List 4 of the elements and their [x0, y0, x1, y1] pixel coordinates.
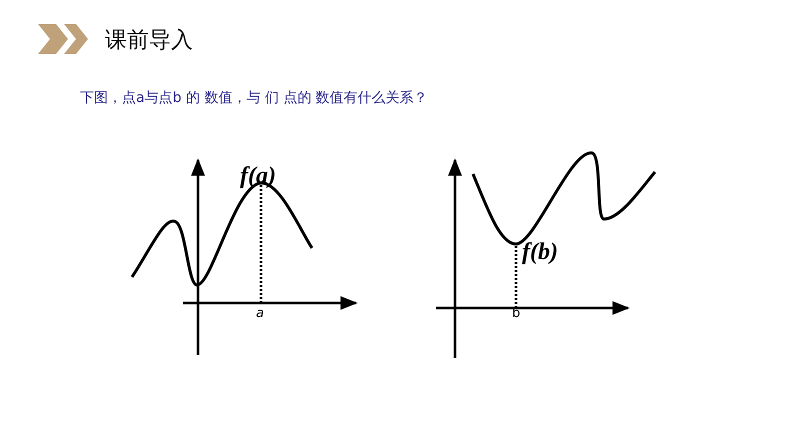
question-text: 下图，点a与点b 的 数值，与 们 点的 数值有什么关系？	[80, 91, 428, 105]
function-value-label: f(b)	[522, 240, 558, 264]
slide-title: 课前导入	[105, 30, 193, 52]
point-label: a	[256, 307, 264, 320]
